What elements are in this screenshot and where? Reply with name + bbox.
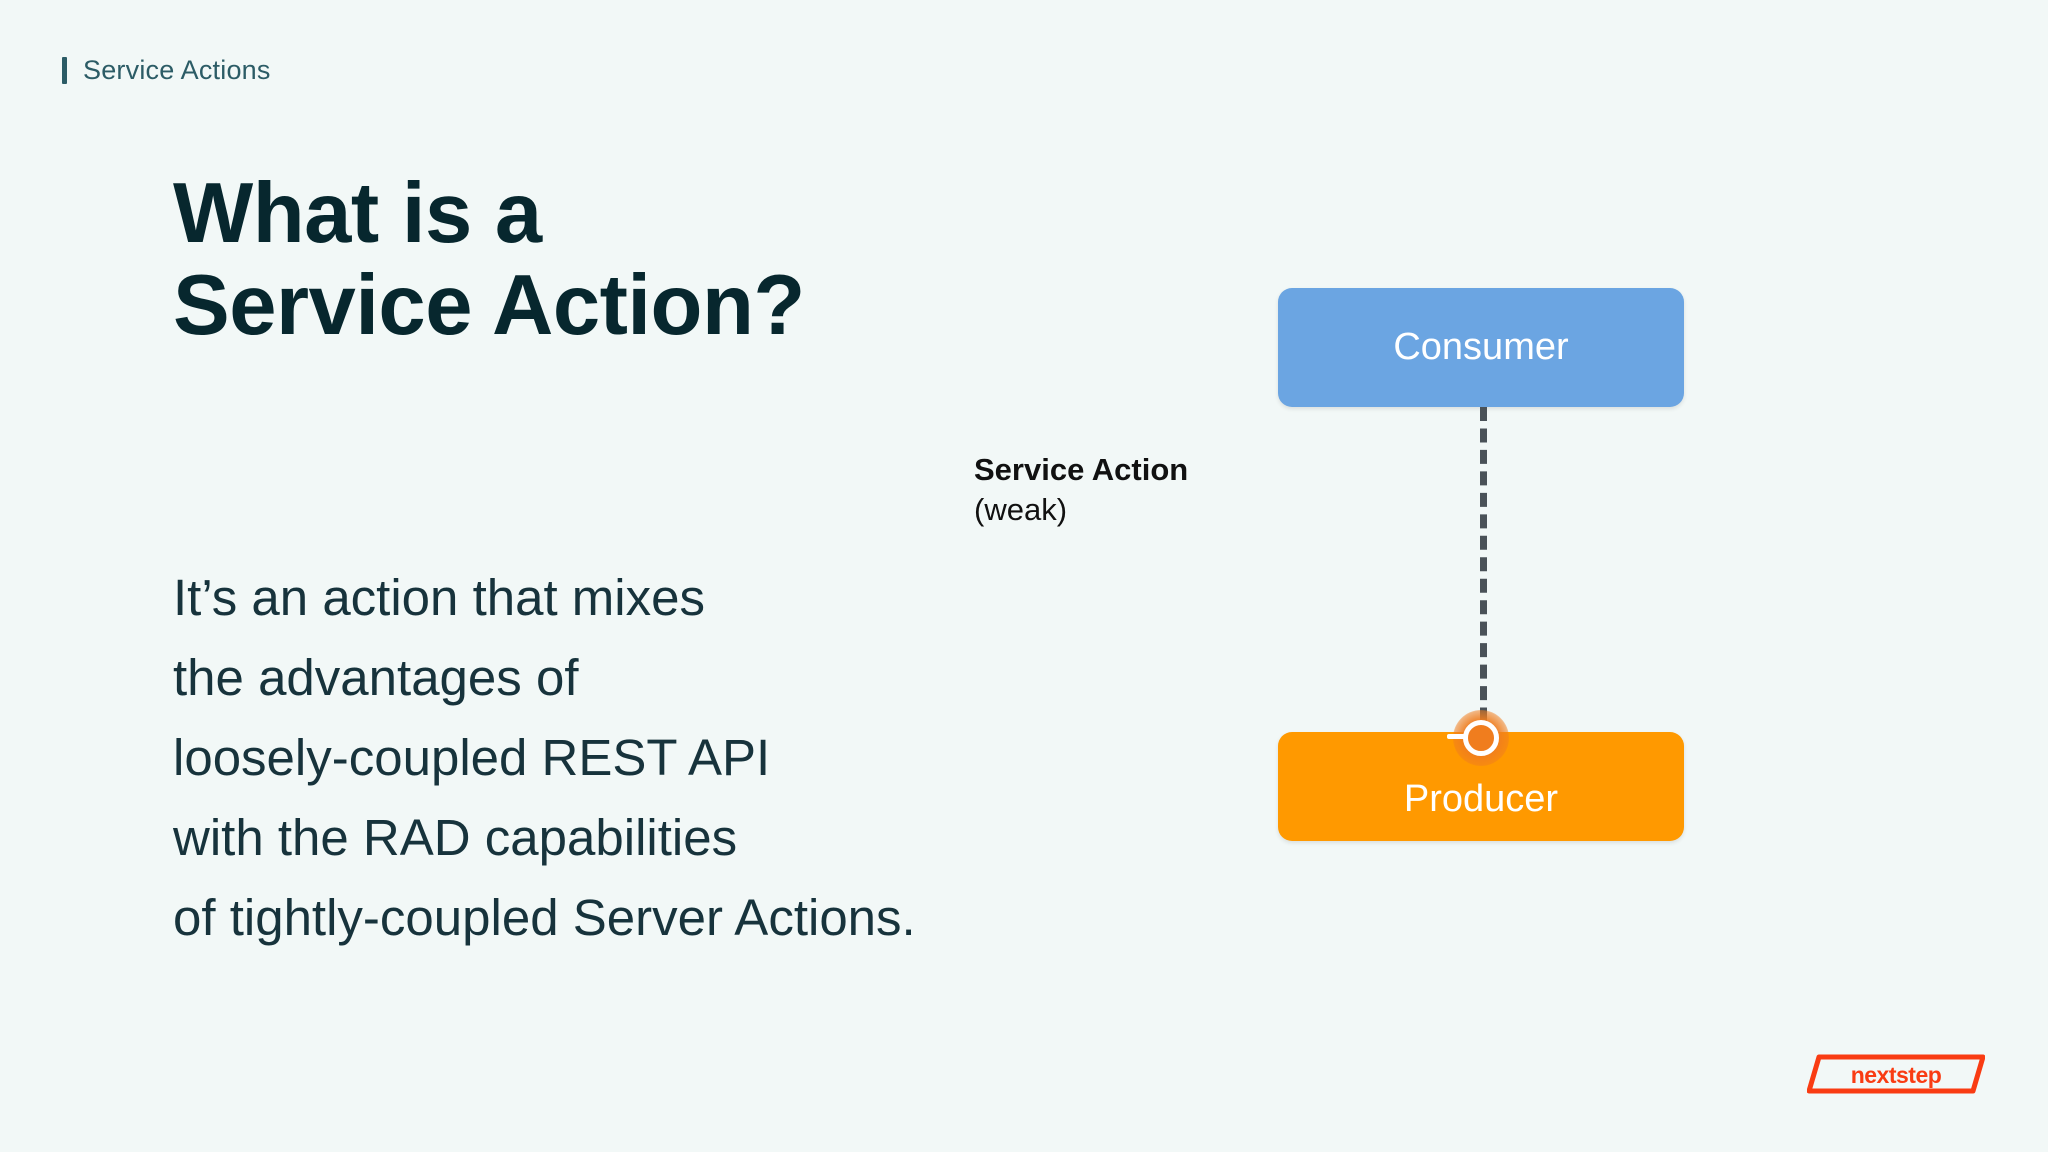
provided-interface-socket-icon: [1447, 706, 1513, 770]
socket-ring: [1463, 720, 1499, 756]
body-paragraph: It’s an action that mixes the advantages…: [173, 558, 916, 958]
body-line-4: with the RAD capabilities: [173, 809, 738, 867]
edge-label-weak: (weak): [974, 491, 1068, 527]
accent-bar-icon: [62, 57, 67, 84]
diagram-node-producer-label: Producer: [1403, 778, 1559, 820]
nextstep-logo: nextstep: [1807, 1051, 1985, 1097]
edge-label-strong: Service Action: [974, 452, 1189, 487]
body-line-2: the advantages of: [173, 649, 579, 707]
breadcrumb: Service Actions: [62, 55, 271, 86]
diagram-node-consumer-label: Consumer: [1393, 326, 1569, 368]
service-action-diagram: Consumer Service Action (weak) Producer: [974, 288, 1698, 868]
body-line-3: loosely-coupled REST API: [173, 729, 771, 787]
body-line-5: of tightly-coupled Server Actions.: [173, 889, 916, 947]
edge-label: Service Action (weak): [974, 451, 1264, 529]
logo-frame-icon: [1807, 1054, 1985, 1094]
dependency-connector-line: [1480, 407, 1487, 743]
page-title-line-2: Service Action?: [173, 257, 805, 353]
body-line-1: It’s an action that mixes: [173, 569, 705, 626]
page-title-line-1: What is a: [173, 166, 542, 261]
diagram-node-consumer: Consumer: [1278, 288, 1684, 407]
logo-wordmark: nextstep: [1851, 1062, 1942, 1088]
section-label: Service Actions: [83, 55, 271, 85]
page-title: What is a Service Action?: [173, 168, 805, 352]
socket-stub: [1447, 734, 1467, 739]
